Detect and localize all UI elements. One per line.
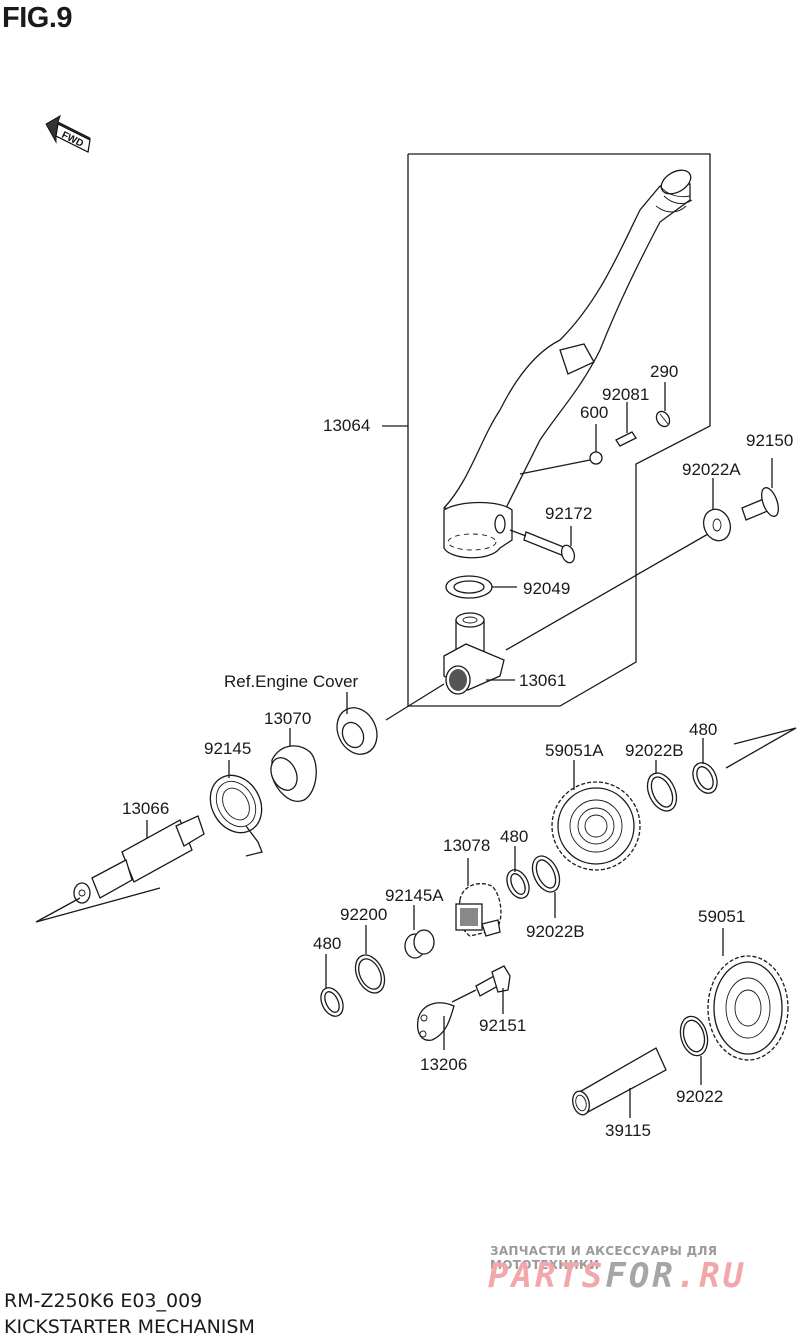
label-13206: 13206 <box>420 1055 467 1074</box>
label-92172: 92172 <box>545 504 592 523</box>
label-92145: 92145 <box>204 739 251 758</box>
shaft-13066-drawing <box>35 815 205 923</box>
fwd-label: FWD <box>60 130 85 150</box>
circlip-480-lower-drawing <box>320 954 344 1017</box>
label-13061: 13061 <box>519 671 566 690</box>
label-92200: 92200 <box>340 905 387 924</box>
washer-92022b-lower-drawing <box>531 855 561 918</box>
watermark-logo-for: FOR <box>605 1256 676 1296</box>
gear-59051a-drawing <box>551 760 641 871</box>
label-92022: 92022 <box>676 1087 723 1106</box>
label-480-middle: 480 <box>500 827 528 846</box>
watermark-subtitle: ЗАПЧАСТИ И АКСЕССУАРЫ ДЛЯ МОТОТЕХНИКИ <box>490 1244 718 1272</box>
label-13066: 13066 <box>122 799 169 818</box>
screw-92172-drawing <box>509 526 576 564</box>
label-92022b-lower: 92022B <box>526 922 585 941</box>
figure-title: FIG.9 <box>2 2 73 34</box>
watermark-logo-parts: PARTS <box>488 1256 606 1296</box>
label-92151: 92151 <box>479 1016 526 1035</box>
circlip-480-middle-drawing <box>506 846 530 899</box>
circlip-480-upper-drawing <box>692 738 718 794</box>
label-ref-engine-cover: Ref.Engine Cover <box>224 672 359 691</box>
shaft-39115-drawing <box>572 1047 667 1118</box>
label-480-lower: 480 <box>313 934 341 953</box>
spring-92081-drawing <box>615 402 637 447</box>
washer-92022b-upper-drawing <box>646 760 678 812</box>
ratchet-13078-drawing <box>455 858 502 937</box>
model-code: RM-Z250K6 E03_009 <box>4 1290 203 1312</box>
forward-direction-icon: FWD <box>45 114 91 153</box>
bolt-92150-drawing <box>741 458 779 521</box>
seal-92049-drawing <box>445 575 517 599</box>
label-92145a: 92145A <box>385 886 444 905</box>
assembly-bracket <box>382 153 711 707</box>
bolt-92151-drawing <box>451 965 511 1014</box>
label-39115: 39115 <box>605 1121 651 1140</box>
spring-92145-drawing <box>209 760 263 857</box>
label-92049: 92049 <box>523 579 570 598</box>
washer-92200-drawing <box>354 925 386 994</box>
guide-13070-drawing <box>270 728 317 802</box>
plug-290-drawing <box>655 382 671 428</box>
ratchet-guide-13206-drawing <box>416 1002 455 1050</box>
label-600: 600 <box>580 403 608 422</box>
watermark-logo-ru: .RU <box>675 1256 747 1296</box>
label-92022a: 92022A <box>682 460 741 479</box>
label-13070: 13070 <box>264 709 311 728</box>
pointer-lines-right <box>725 727 797 769</box>
label-13078: 13078 <box>443 836 490 855</box>
washer-92022-drawing <box>679 1015 709 1085</box>
gear-59051-drawing <box>707 928 789 1061</box>
spring-92145a-drawing <box>404 905 435 959</box>
label-92022b-upper: 92022B <box>625 741 684 760</box>
label-290: 290 <box>650 362 678 381</box>
watermark-logo: PARTSFOR.RU <box>488 1256 746 1296</box>
label-92081: 92081 <box>602 385 649 404</box>
axis-line-upper <box>505 529 716 651</box>
washer-92022a-drawing <box>702 478 732 542</box>
label-480-upper: 480 <box>689 720 717 739</box>
axis-line-cover <box>385 683 445 721</box>
section-name: KICKSTARTER MECHANISM <box>4 1316 255 1338</box>
kick-lever-drawing <box>442 169 693 559</box>
boss-13061-drawing <box>443 612 515 695</box>
label-59051: 59051 <box>698 907 745 926</box>
engine-cover-seal-drawing <box>336 692 378 755</box>
label-92150: 92150 <box>746 431 793 450</box>
label-13064: 13064 <box>323 416 370 435</box>
label-59051a: 59051A <box>545 741 604 760</box>
